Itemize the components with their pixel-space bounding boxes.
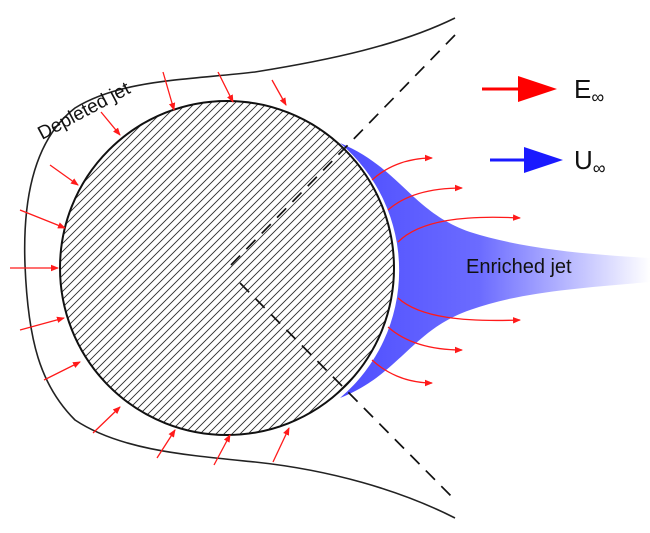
dashed-line-lower bbox=[239, 282, 456, 501]
hatch-line bbox=[203, 101, 394, 435]
field-arrow bbox=[49, 164, 79, 186]
hatch-line bbox=[0, 70, 4, 470]
field-arrow bbox=[397, 297, 521, 324]
field-arrow bbox=[92, 406, 121, 434]
legend-flow: U∞ bbox=[490, 145, 606, 178]
hatch-line bbox=[60, 101, 277, 435]
hatch-line bbox=[115, 101, 394, 435]
field-arrow bbox=[371, 154, 433, 181]
hatch-line bbox=[60, 101, 349, 435]
hatch-line bbox=[60, 101, 293, 435]
hatch-line bbox=[60, 101, 269, 435]
hatch-line bbox=[60, 101, 213, 435]
field-arrow bbox=[397, 214, 521, 243]
hatch-line bbox=[75, 101, 394, 435]
hatch-line bbox=[155, 101, 394, 435]
hatch-line bbox=[91, 101, 394, 435]
hatch-line bbox=[60, 101, 221, 435]
hatch-line bbox=[60, 101, 357, 435]
hatch-line bbox=[60, 101, 341, 435]
field-arrow bbox=[387, 326, 463, 354]
field-arrow bbox=[162, 71, 176, 111]
svg-text:E∞: E∞ bbox=[574, 74, 604, 107]
field-symbol: E bbox=[574, 74, 591, 104]
field-arrow bbox=[272, 427, 290, 463]
hatch-line bbox=[60, 101, 229, 435]
hatch-line bbox=[163, 101, 394, 435]
flow-symbol: U bbox=[574, 145, 593, 175]
enriched-jet-region bbox=[340, 143, 650, 398]
hatch-line bbox=[60, 101, 373, 435]
hatch-line bbox=[60, 101, 253, 435]
flow-legend-arrowhead bbox=[524, 147, 563, 173]
hatch-line bbox=[60, 101, 333, 435]
hatch-line bbox=[235, 101, 394, 435]
hatch-line bbox=[147, 101, 394, 435]
hatch-line bbox=[227, 101, 394, 435]
hatch-line bbox=[139, 101, 394, 435]
hatch-line bbox=[60, 101, 261, 435]
flow-subscript: ∞ bbox=[593, 158, 606, 178]
field-arrow bbox=[271, 79, 287, 106]
hatch-line bbox=[0, 70, 28, 470]
hatch-line bbox=[171, 101, 394, 435]
hatch-line bbox=[60, 101, 245, 435]
depleted-jet-boundary bbox=[23, 17, 456, 519]
hatch-line bbox=[60, 101, 365, 435]
hatch-line bbox=[187, 101, 394, 435]
field-arrow bbox=[213, 434, 231, 466]
hatch-line bbox=[60, 101, 301, 435]
hatch-line bbox=[251, 101, 394, 435]
hatch-line bbox=[179, 101, 394, 435]
legend-field: E∞ bbox=[482, 74, 604, 107]
field-arrow bbox=[100, 111, 121, 136]
enriched-jet-label: Enriched jet bbox=[466, 256, 572, 278]
hatch-line bbox=[211, 101, 394, 435]
hatch-line bbox=[195, 101, 394, 435]
hatch-line bbox=[0, 70, 36, 470]
hatch-line bbox=[83, 101, 394, 435]
hatch-line bbox=[60, 101, 381, 435]
field-arrow bbox=[217, 71, 234, 103]
field-subscript: ∞ bbox=[591, 87, 604, 107]
dashed-line-upper bbox=[227, 34, 456, 269]
hatch-line bbox=[60, 101, 285, 435]
field-arrow bbox=[19, 316, 65, 331]
hatch-line bbox=[60, 101, 309, 435]
field-arrow bbox=[156, 429, 176, 459]
hatch-line bbox=[107, 101, 394, 435]
field-legend-arrowhead bbox=[518, 76, 557, 102]
hatch-line bbox=[60, 101, 317, 435]
hatch-line bbox=[0, 70, 12, 470]
field-arrows bbox=[10, 71, 521, 466]
hatch-line bbox=[123, 101, 394, 435]
hatch-line bbox=[67, 101, 394, 435]
hatch-line bbox=[219, 101, 394, 435]
field-arrow bbox=[371, 359, 433, 387]
hatch-line bbox=[60, 101, 237, 435]
hatch-line bbox=[0, 70, 20, 470]
hatch-line bbox=[131, 101, 394, 435]
hatch-line bbox=[60, 101, 205, 435]
field-arrow bbox=[43, 361, 81, 381]
field-arrow bbox=[19, 209, 66, 229]
hatch-line bbox=[60, 101, 325, 435]
hatch-line bbox=[60, 101, 389, 435]
hatch-line bbox=[99, 101, 394, 435]
svg-text:U∞: U∞ bbox=[574, 145, 606, 178]
field-arrow bbox=[387, 184, 463, 211]
legend: E∞ U∞ bbox=[482, 74, 606, 178]
hatch-line bbox=[60, 101, 197, 435]
hatch-line bbox=[243, 101, 394, 435]
